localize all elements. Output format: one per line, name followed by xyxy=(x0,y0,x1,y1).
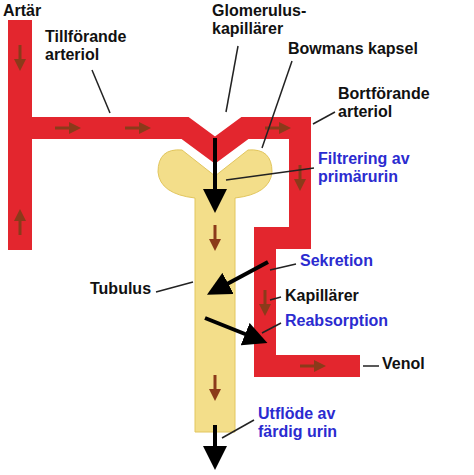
process-label: Sekretion xyxy=(300,252,373,270)
leader-lines xyxy=(92,46,379,438)
capsule-label: Bowmans kapsel xyxy=(288,40,418,58)
glomerulus-label: Glomerulus- kapillärer xyxy=(212,2,327,37)
artery-label: Artär xyxy=(3,2,41,20)
process-label: Filtrering av primärurin xyxy=(318,150,448,185)
process-label: Reabsorption xyxy=(285,312,388,330)
process-label: Utflöde av färdig urin xyxy=(258,405,373,440)
flow-arrows xyxy=(20,45,320,395)
vessel xyxy=(20,128,360,366)
afferent-label: Tillförande arteriol xyxy=(45,28,150,63)
venule-label: Venol xyxy=(382,355,425,373)
efferent-label: Bortförande arteriol xyxy=(338,85,458,120)
tubule-label: Tubulus xyxy=(90,280,151,298)
capillary-label: Kapillärer xyxy=(285,287,359,305)
